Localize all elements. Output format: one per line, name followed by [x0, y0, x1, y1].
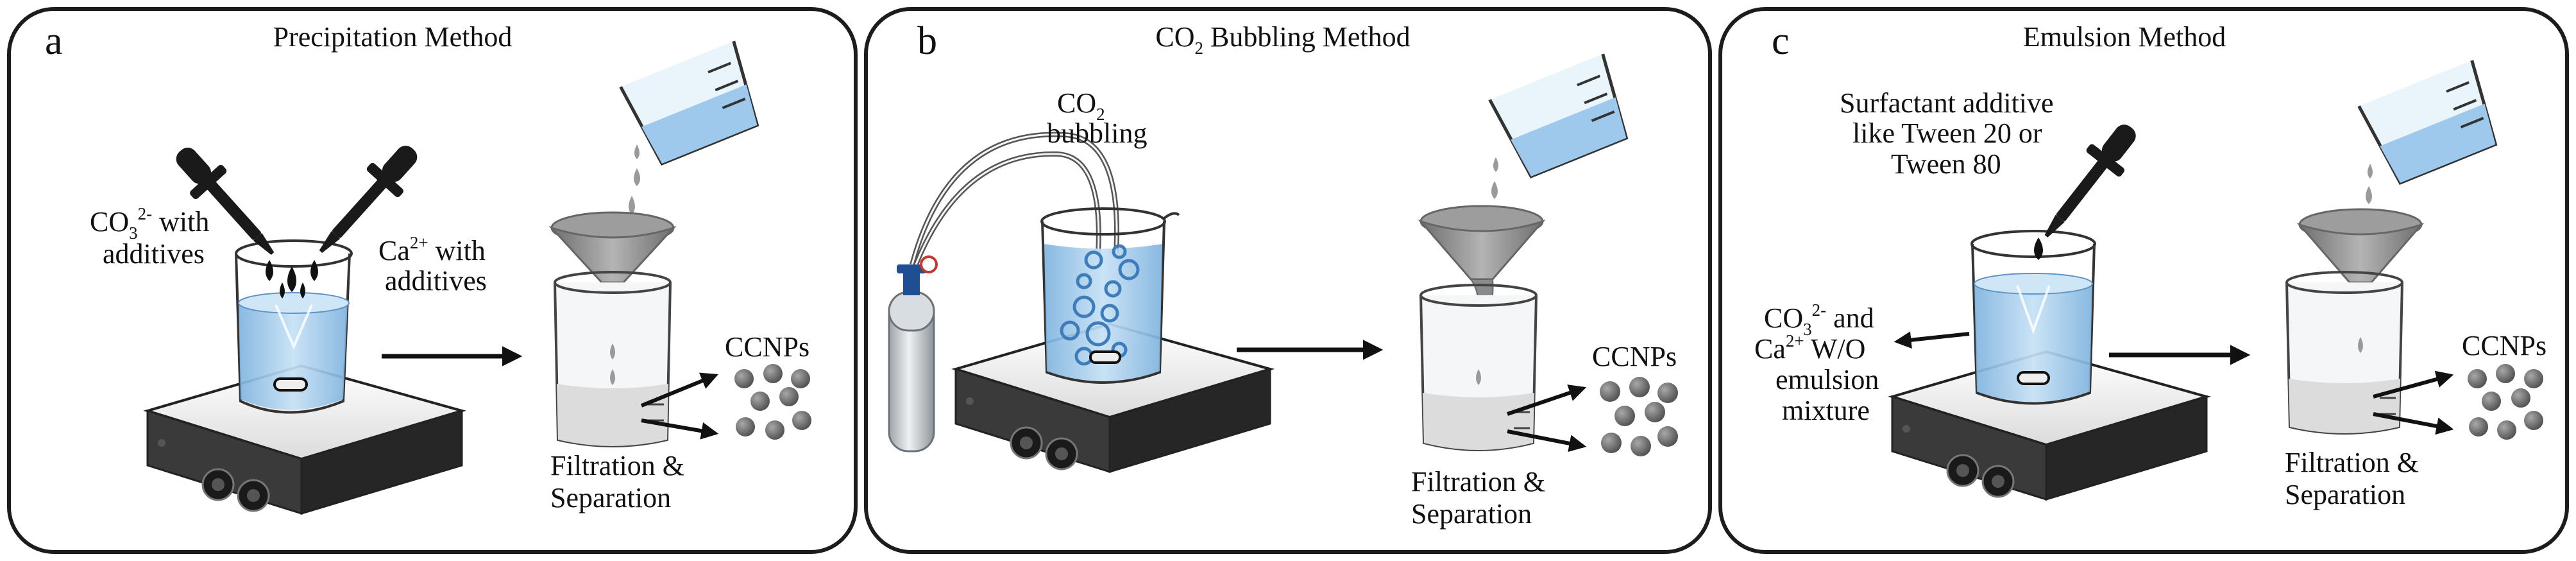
- falling-drops-icon: [2366, 164, 2373, 204]
- filtrate-drop-icon: [2358, 337, 2363, 353]
- pouring-beaker-icon: [1488, 53, 1629, 179]
- pressure-gauge-icon: [920, 255, 938, 273]
- gas-bubbles-icon: [1060, 244, 1140, 366]
- step-label: Filtration &: [550, 450, 684, 481]
- panel-a: a Precipitation Method: [7, 7, 858, 554]
- reaction-beaker-icon: [1970, 230, 2096, 405]
- product-label: CCNPs: [1592, 341, 1677, 372]
- nanoparticles-icon: [2468, 364, 2543, 440]
- falling-drops-icon: [629, 144, 640, 214]
- panel-c-letter: c: [1772, 19, 1790, 63]
- stir-bar-icon: [273, 377, 308, 392]
- nanoparticles-icon: [734, 364, 811, 440]
- mixture-label-line4: mixture: [1782, 395, 1870, 426]
- surfactant-drop-icon: [2034, 237, 2043, 260]
- reagent-carbonate-label-line2: additives: [103, 238, 205, 270]
- reagent-drops-icon: [266, 260, 318, 298]
- product-arrow-lower: [641, 419, 719, 440]
- reagent-carbonate-label: CO32- with: [90, 204, 209, 243]
- product-arrow-lower: [1507, 429, 1587, 453]
- mixture-label-line2: Ca2+ W/O: [1754, 331, 1865, 365]
- panel-b-letter: b: [917, 19, 937, 63]
- product-arrow-upper: [640, 372, 718, 408]
- mixture-pointer-arrow: [1894, 331, 1970, 349]
- falling-drops-icon: [1491, 157, 1498, 199]
- surfactant-label-line2: like Tween 20 or: [1852, 117, 2042, 149]
- filtrate-drop-icon: [1476, 369, 1481, 385]
- panel-b: b CO2 Bubbling Method CO2 bubbling: [864, 7, 1712, 554]
- pouring-beaker-icon: [2357, 60, 2498, 186]
- nanoparticles-icon: [1600, 377, 1678, 456]
- product-arrow-upper: [2373, 370, 2454, 399]
- reagent-calcium-label: Ca2+ with: [378, 233, 486, 266]
- filter-funnel-icon: [1418, 205, 1546, 354]
- reagent-calcium-label-line2: additives: [385, 265, 487, 297]
- product-arrow-lower: [2373, 412, 2454, 435]
- filtrate-drop-icon: [610, 369, 615, 385]
- collection-beaker-icon: [1419, 284, 1538, 451]
- panel-a-title: Precipitation Method: [273, 21, 513, 53]
- collection-beaker-icon: [2285, 271, 2403, 435]
- surfactant-label-line3: Tween 80: [1891, 148, 2001, 180]
- mixture-label-line3: emulsion: [1775, 364, 1879, 395]
- gas-label-line2: bubbling: [1047, 117, 1147, 149]
- surfactant-label: Surfactant additive: [1840, 87, 2054, 119]
- stir-bar-icon: [2017, 371, 2050, 385]
- panel-a-letter: a: [45, 19, 63, 63]
- panel-b-title: CO2 Bubbling Method: [1155, 21, 1410, 58]
- step-label: Filtration &: [2285, 447, 2419, 478]
- mixture-label: CO32- and: [1764, 300, 1874, 339]
- step-label-line2: Separation: [1411, 498, 1532, 530]
- panel-c: c Emulsion Method Surfactant additive li…: [1718, 7, 2569, 554]
- dropper-left-icon: [176, 148, 275, 255]
- product-label: CCNPs: [725, 331, 809, 363]
- reaction-beaker-icon: [235, 239, 353, 414]
- product-arrow-upper: [1507, 384, 1587, 416]
- dropper-right-icon: [319, 146, 418, 254]
- surfactant-dropper-icon: [2044, 125, 2136, 237]
- step-label-line2: Separation: [550, 482, 671, 514]
- step-label: Filtration &: [1411, 466, 1545, 497]
- stir-bar-icon: [1089, 350, 1121, 364]
- gas-label: CO2: [1057, 87, 1105, 124]
- filter-funnel-icon: [2296, 208, 2425, 354]
- co2-gas-cylinder-icon: [888, 255, 938, 453]
- product-label: CCNPs: [2462, 330, 2546, 361]
- panel-c-title: Emulsion Method: [2023, 21, 2226, 53]
- filtrate-drop-icon: [610, 343, 615, 359]
- pouring-beaker-icon: [619, 40, 759, 166]
- step-label-line2: Separation: [2285, 479, 2405, 510]
